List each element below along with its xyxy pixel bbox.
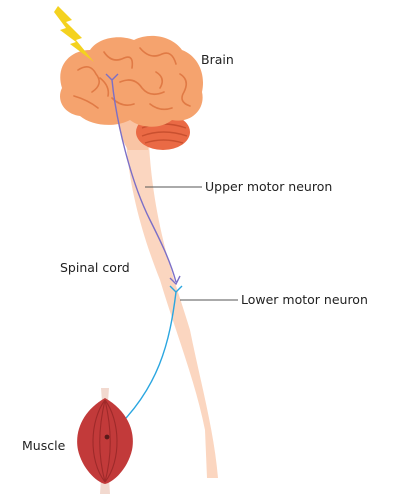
spinal-cord [125,118,218,478]
lightning-bolt-icon [54,6,94,62]
upper-motor-neuron-terminal [169,275,181,286]
muscle [77,398,133,484]
upper-motor-neuron [105,73,177,283]
neuromuscular-junction [104,434,110,440]
brain-folds [73,47,191,111]
label-brain: Brain [201,52,234,67]
muscle-fibers [92,399,118,483]
label-upper-motor-neuron: Upper motor neuron [205,179,333,194]
label-spinal-cord: Spinal cord [60,260,130,275]
muscle-tendon-top [101,388,109,402]
label-lower-motor-neuron: Lower motor neuron [241,292,368,307]
brain [60,35,204,127]
label-muscle: Muscle [22,438,66,453]
